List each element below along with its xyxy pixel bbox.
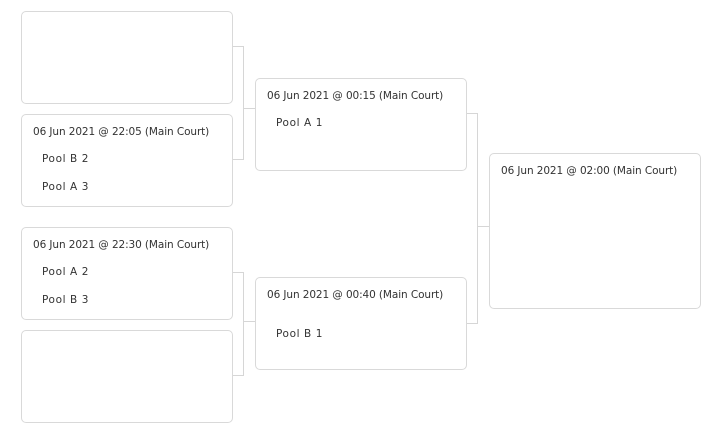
team-slot[interactable]: Pool A 2 xyxy=(42,266,90,278)
match-r2-1[interactable]: 06 Jun 2021 @ 00:15 (Main Court) Pool A … xyxy=(255,78,467,171)
connector-line xyxy=(233,46,243,47)
connector-line xyxy=(243,108,255,109)
match-time: 06 Jun 2021 @ 02:00 (Main Court) xyxy=(501,165,678,177)
connector-line xyxy=(233,272,243,273)
match-time: 06 Jun 2021 @ 22:05 (Main Court) xyxy=(33,126,210,138)
team-slot[interactable]: Pool A 1 xyxy=(276,117,324,129)
match-r1-2[interactable]: 06 Jun 2021 @ 22:05 (Main Court) Pool B … xyxy=(21,114,233,207)
connector-line xyxy=(467,323,477,324)
match-r1-4[interactable] xyxy=(21,330,233,423)
team-slot[interactable]: Pool A 3 xyxy=(42,181,90,193)
connector-line xyxy=(477,113,478,324)
connector-line xyxy=(233,159,243,160)
connector-line xyxy=(243,321,255,322)
team-slot[interactable]: Pool B 3 xyxy=(42,294,90,306)
match-final[interactable]: 06 Jun 2021 @ 02:00 (Main Court) xyxy=(489,153,701,309)
match-r1-3[interactable]: 06 Jun 2021 @ 22:30 (Main Court) Pool A … xyxy=(21,227,233,320)
match-time: 06 Jun 2021 @ 22:30 (Main Court) xyxy=(33,239,210,251)
match-r1-1[interactable] xyxy=(21,11,233,104)
connector-line xyxy=(243,46,244,160)
connector-line xyxy=(233,375,243,376)
connector-line xyxy=(467,113,477,114)
connector-line xyxy=(477,226,489,227)
match-time: 06 Jun 2021 @ 00:15 (Main Court) xyxy=(267,90,444,102)
team-slot[interactable]: Pool B 2 xyxy=(42,153,90,165)
match-r2-2[interactable]: 06 Jun 2021 @ 00:40 (Main Court) Pool B … xyxy=(255,277,467,370)
match-time: 06 Jun 2021 @ 00:40 (Main Court) xyxy=(267,289,444,301)
connector-line xyxy=(243,272,244,376)
team-slot[interactable]: Pool B 1 xyxy=(276,328,324,340)
